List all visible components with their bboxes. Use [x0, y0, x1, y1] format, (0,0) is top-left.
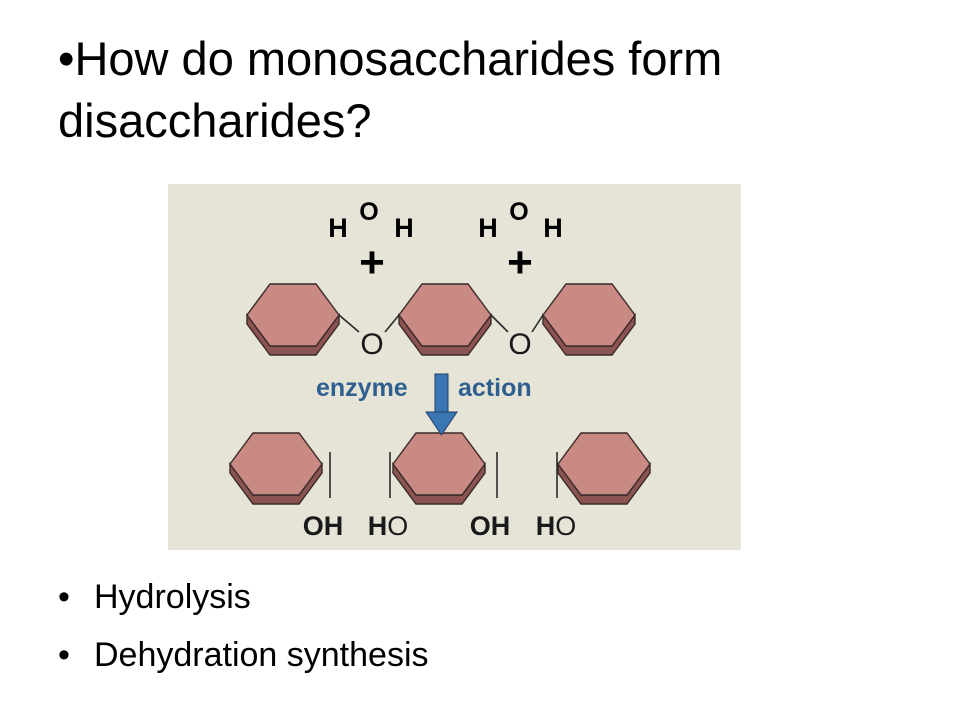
water-2-plus: +: [507, 238, 533, 287]
water-molecule-2: H O H +: [478, 198, 563, 287]
sugar-ring-bottom-3: [557, 432, 651, 505]
bridge-oxygen-1: O: [360, 328, 383, 361]
sugar-ring-top-1: [246, 283, 340, 356]
product-4-regular: O: [555, 511, 576, 541]
water-molecule-1: H O H +: [328, 198, 414, 287]
sugar-rings: [229, 283, 651, 505]
product-1-bold: OH: [303, 511, 344, 541]
water-2-h-right: H: [543, 213, 563, 243]
bullet-item-hydrolysis: • Hydrolysis: [58, 568, 858, 626]
bullet-list: • Hydrolysis • Dehydration synthesis: [58, 568, 858, 684]
water-1-h-right: H: [394, 213, 414, 243]
water-1-oxygen: O: [359, 198, 378, 226]
product-2-bold: H: [368, 511, 388, 541]
bullet-text: Dehydration synthesis: [94, 636, 429, 674]
action-label: action: [458, 374, 532, 402]
sugar-ring-top-3-top: [542, 283, 636, 347]
product-2-regular: O: [387, 511, 408, 541]
product-label-3: OH: [470, 511, 511, 541]
enzyme-label: enzyme: [316, 374, 408, 402]
sugar-ring-bottom-1-top: [229, 432, 323, 496]
product-3-bold: OH: [470, 511, 511, 541]
product-label-4: HO: [536, 511, 577, 541]
glycosidic-bond-1b: [384, 314, 400, 333]
bullet-item-dehydration-synthesis: • Dehydration synthesis: [58, 626, 858, 684]
sugar-ring-bottom-3-top: [557, 432, 651, 496]
title-bullet: •: [58, 32, 75, 85]
hydrolysis-diagram: H O H + H O H + O O enzyme action OH HO …: [168, 184, 741, 550]
water-2-oxygen: O: [509, 198, 528, 226]
glycosidic-bond-2b: [531, 314, 544, 333]
bond-lines: [329, 314, 558, 498]
bridge-oxygen-2: O: [508, 328, 531, 361]
product-label-2: HO: [368, 511, 409, 541]
glycosidic-bond-2a: [490, 314, 509, 333]
water-1-plus: +: [359, 238, 385, 287]
sugar-ring-top-3: [542, 283, 636, 356]
sugar-ring-top-2: [398, 283, 492, 356]
water-2-h-left: H: [478, 213, 498, 243]
bullet-text: Hydrolysis: [94, 578, 251, 616]
glycosidic-bond-1a: [338, 314, 360, 333]
sugar-ring-bottom-1: [229, 432, 323, 505]
slide-title: •How do monosaccharides form disaccharid…: [58, 28, 918, 152]
title-text: How do monosaccharides form disaccharide…: [58, 32, 723, 147]
bullet-dot: •: [58, 636, 70, 674]
diagram-svg: H O H + H O H + O O enzyme action OH HO …: [229, 198, 651, 541]
water-1-h-left: H: [328, 213, 348, 243]
product-4-bold: H: [536, 511, 556, 541]
product-label-1: OH: [303, 511, 344, 541]
sugar-ring-bottom-2: [392, 432, 486, 505]
down-arrow-icon: [425, 373, 458, 436]
bullet-dot: •: [58, 578, 70, 616]
sugar-ring-bottom-2-top: [392, 432, 486, 496]
